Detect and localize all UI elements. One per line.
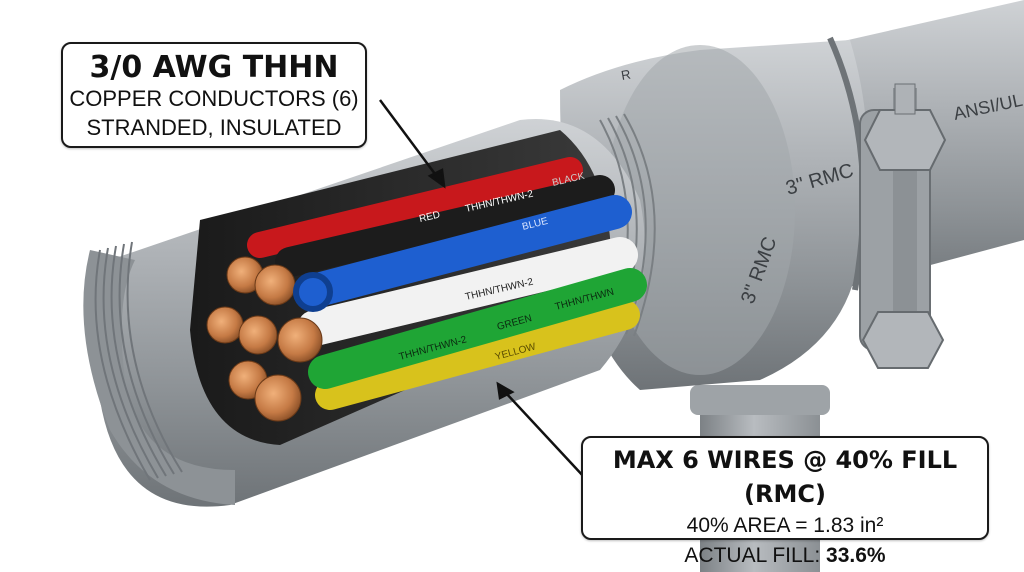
clamp-nut-top <box>863 109 947 171</box>
wire-white <box>297 237 638 346</box>
actual-fill-label: ACTUAL FILL: <box>684 544 827 567</box>
wire-label-red: RED <box>418 209 441 224</box>
wire-yellow <box>315 300 640 410</box>
fill-callout-line1: 40% AREA = 1.83 in² <box>686 514 884 537</box>
fill-callout-title: MAX 6 WIRES @ 40% FILL (RMC) <box>612 446 958 508</box>
rim-text: R <box>620 67 632 83</box>
wire-blue <box>293 195 632 309</box>
fill-callout-line2: ACTUAL FILL: 33.6% <box>583 541 987 571</box>
conductor-callout: 3/0 AWG THHN COPPER CONDUCTORS (6) STRAN… <box>61 42 367 148</box>
conductor-callout-line1: COPPER CONDUCTORS (6) <box>69 86 359 111</box>
conductor-callout-title: 3/0 AWG THHN <box>89 50 339 85</box>
wire-green <box>308 268 647 389</box>
thread-rings <box>94 241 183 481</box>
fill-callout: MAX 6 WIRES @ 40% FILL (RMC) 40% AREA = … <box>581 436 989 567</box>
leader-lines <box>378 99 586 479</box>
wire-black <box>275 175 615 277</box>
copper-ends <box>206 256 333 422</box>
actual-fill-value: 33.6% <box>826 544 886 567</box>
clamp-nut-bottom <box>861 311 945 369</box>
wire-red <box>247 157 583 258</box>
conductor-callout-line2: STRANDED, INSULATED <box>86 115 342 140</box>
